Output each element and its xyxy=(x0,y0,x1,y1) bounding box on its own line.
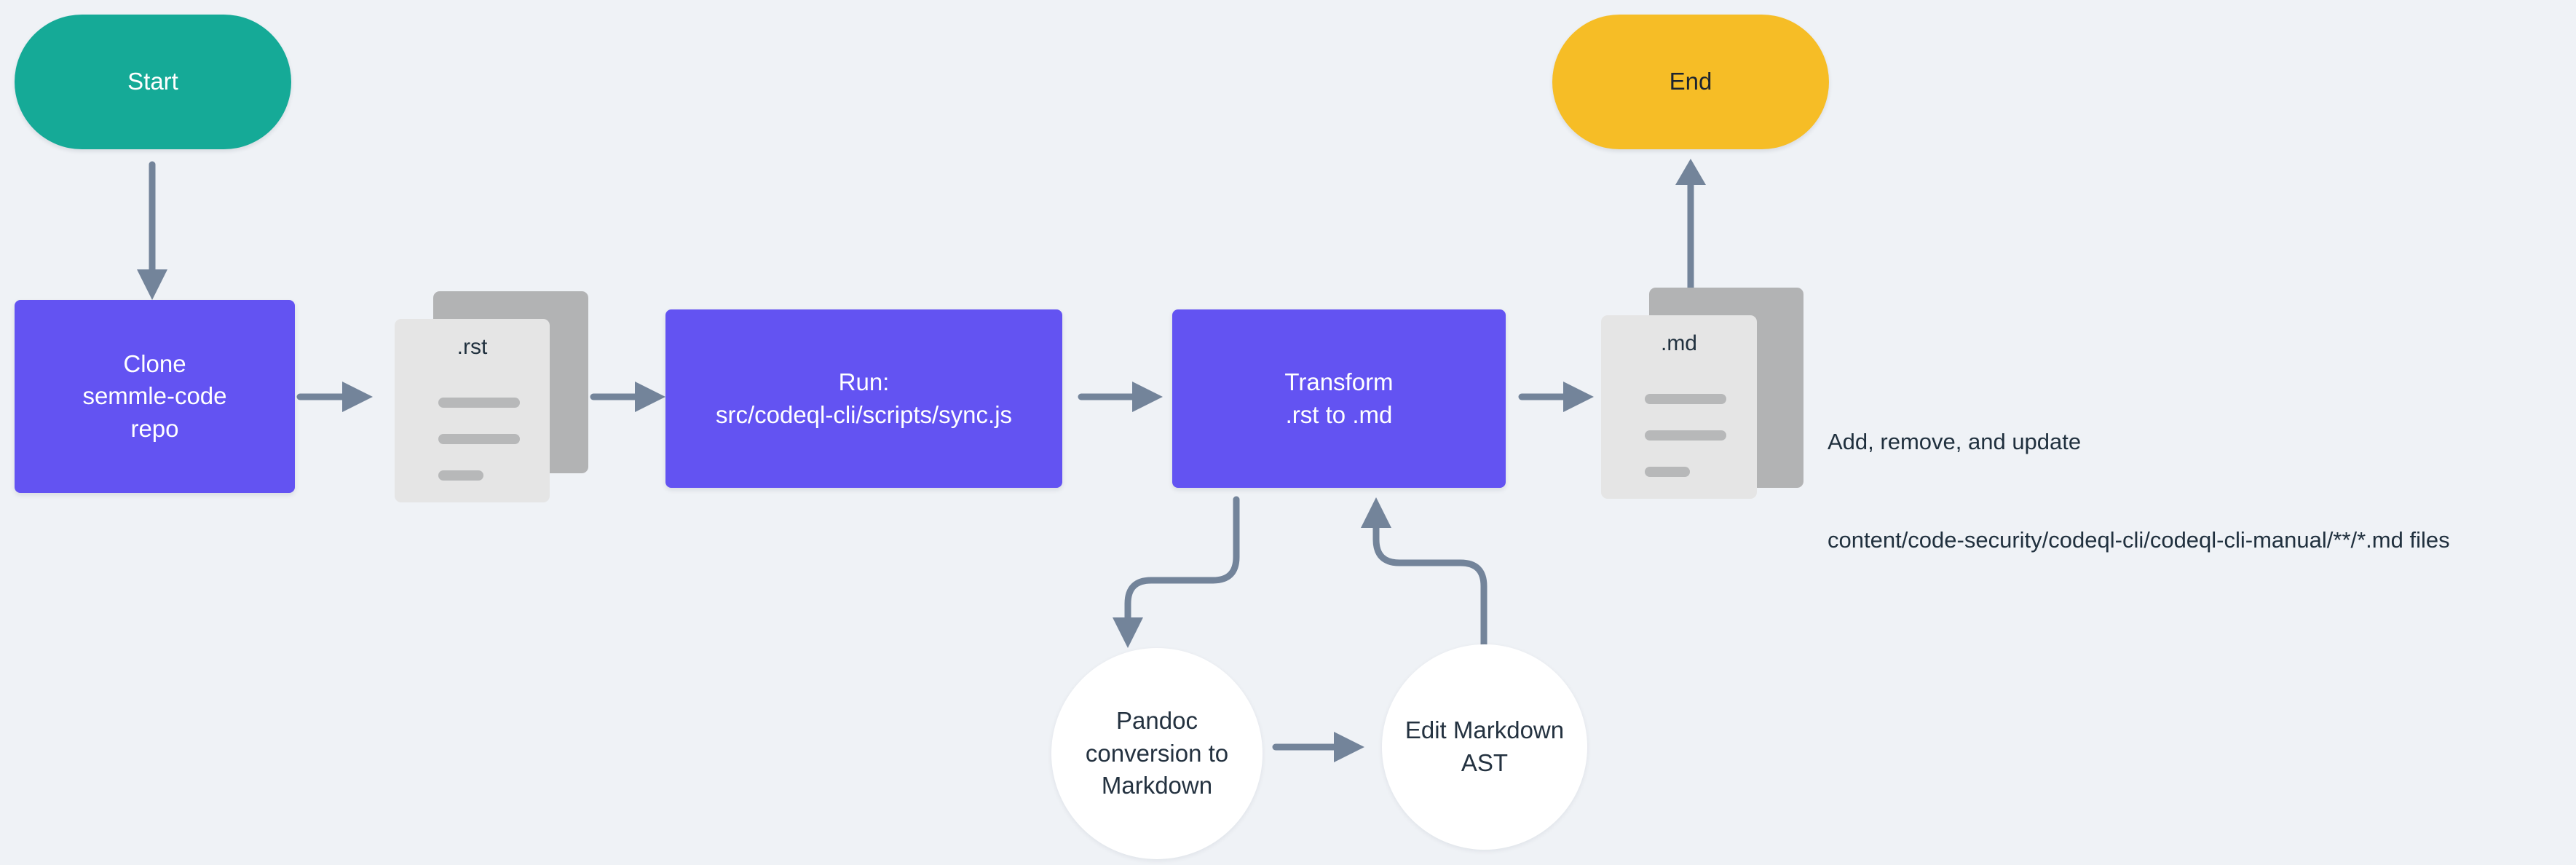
node-transform-label: Transform .rst to .md xyxy=(1284,366,1393,431)
node-pandoc-label: Pandoc conversion to Markdown xyxy=(1086,705,1228,802)
edge-pandoc-to-editast xyxy=(1272,732,1364,762)
edge-start-to-clone xyxy=(137,161,167,300)
node-pandoc-conversion[interactable]: Pandoc conversion to Markdown xyxy=(1051,648,1263,859)
node-edit-ast-label: Edit Markdown AST xyxy=(1405,714,1564,779)
node-transform-line-2: .rst to .md xyxy=(1285,400,1393,428)
node-end[interactable]: End xyxy=(1552,15,1829,149)
annotation-line-1: Add, remove, and update xyxy=(1828,428,2082,454)
node-clone-line-1: Clone xyxy=(123,349,186,377)
node-start[interactable]: Start xyxy=(15,15,291,149)
edge-editast-to-transform xyxy=(1361,497,1487,648)
rst-document-text-line-1 xyxy=(438,398,520,408)
node-pandoc-line-1: Pandoc xyxy=(1116,707,1198,735)
rst-document-text-line-3 xyxy=(438,470,483,481)
node-run-line-1: Run: xyxy=(838,368,890,395)
md-document-text-line-2 xyxy=(1645,430,1726,441)
md-document-text-line-3 xyxy=(1645,467,1690,477)
node-clone-label: Clone semmle-code repo xyxy=(82,348,226,446)
md-document-text-line-1 xyxy=(1645,394,1726,404)
edge-run-to-transform xyxy=(1078,382,1163,412)
node-start-label: Start xyxy=(127,68,178,95)
node-run-line-2: src/codeql-cli/scripts/sync.js xyxy=(715,400,1013,428)
rst-document-text-line-2 xyxy=(438,434,520,444)
edge-clone-to-rst xyxy=(296,382,373,412)
edge-transform-to-pandoc xyxy=(1113,496,1240,648)
node-clone-line-2: semmle-code xyxy=(82,382,227,410)
node-clone[interactable]: Clone semmle-code repo xyxy=(15,300,295,493)
node-run[interactable]: Run: src/codeql-cli/scripts/sync.js xyxy=(665,309,1062,488)
edge-md-to-end xyxy=(1675,159,1706,295)
node-run-label: Run: src/codeql-cli/scripts/sync.js xyxy=(716,366,1012,431)
edge-transform-to-md xyxy=(1518,382,1594,412)
node-transform-line-1: Transform xyxy=(1284,368,1394,395)
annotation-md-files: Add, remove, and update content/code-sec… xyxy=(1828,360,2450,623)
node-edit-ast-line-2: AST xyxy=(1461,749,1509,776)
annotation-line-2: content/code-security/codeql-cli/codeql-… xyxy=(1828,526,2450,553)
node-edit-markdown-ast[interactable]: Edit Markdown AST xyxy=(1382,644,1587,850)
node-md-document-stack[interactable]: .md xyxy=(1598,288,1809,499)
node-edit-ast-line-1: Edit Markdown xyxy=(1404,716,1565,744)
edge-rst-to-run xyxy=(590,382,665,412)
rst-document-label: .rst xyxy=(457,335,488,359)
node-rst-document-stack[interactable]: .rst xyxy=(386,291,597,502)
node-end-label: End xyxy=(1669,68,1712,95)
node-pandoc-line-2: conversion to xyxy=(1085,739,1229,767)
node-transform[interactable]: Transform .rst to .md xyxy=(1172,309,1506,488)
node-clone-line-3: repo xyxy=(130,414,179,442)
node-pandoc-line-3: Markdown xyxy=(1101,772,1213,799)
md-document-label: .md xyxy=(1660,331,1697,355)
